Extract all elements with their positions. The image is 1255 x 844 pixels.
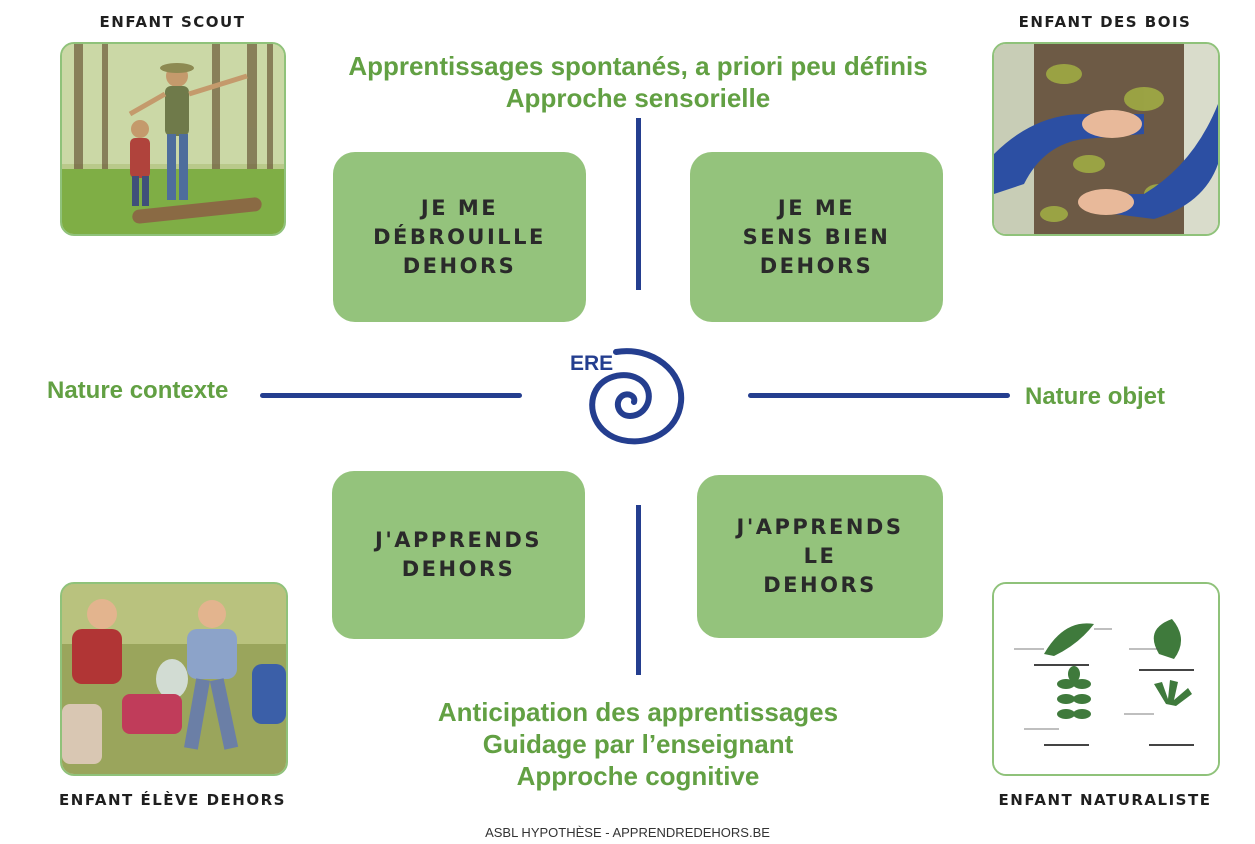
axis-label-nature-contexte: Nature contexte	[47, 377, 229, 404]
label-enfant-des-bois: ENFANT DES BOIS	[1018, 13, 1192, 31]
bottom-description-line1: Anticipation des apprentissages	[437, 697, 839, 727]
top-description-line1: Apprentissages spontanés, a priori peu d…	[348, 51, 928, 81]
photo-children-testing-water	[60, 582, 288, 776]
center-label-ere: ERE	[570, 352, 614, 375]
axis-label-nature-objet: Nature objet	[1025, 383, 1166, 410]
box-j-apprends-le-dehors: J'APPRENDS LE DEHORS	[697, 475, 943, 638]
box-text-j-apprends-le-dehors: J'APPRENDS LE DEHORS	[736, 515, 904, 597]
box-text-je-me-sens-bien-dehors: JE ME SENS BIEN DEHORS	[742, 195, 891, 278]
vertical-axis-bottom	[636, 505, 641, 675]
photo-children-balancing	[60, 42, 286, 236]
top-description-line2: Approche sensorielle	[505, 83, 771, 113]
vertical-axis-top	[636, 118, 641, 290]
bottom-description-line2: Guidage par l’enseignant	[482, 729, 794, 759]
photo-leaf-worksheet	[992, 582, 1220, 776]
footer-credit: ASBL HYPOTHÈSE - APPRENDREDEHORS.BE	[485, 825, 770, 840]
box-j-apprends-dehors: J'APPRENDS DEHORS	[332, 471, 585, 639]
horizontal-axis-left	[260, 393, 522, 398]
box-text-j-apprends-dehors: J'APPRENDS DEHORS	[375, 528, 542, 581]
photo-child-hugging-tree	[992, 42, 1220, 236]
bottom-description-line3: Approche cognitive	[516, 761, 760, 791]
box-je-me-sens-bien-dehors: JE ME SENS BIEN DEHORS	[690, 152, 943, 322]
label-enfant-naturaliste: ENFANT NATURALISTE	[998, 791, 1212, 809]
box-je-me-debrouille-dehors: JE ME DÉBROUILLE DEHORS	[333, 152, 586, 322]
label-enfant-scout: ENFANT SCOUT	[99, 13, 246, 31]
label-enfant-eleve-dehors: ENFANT ÉLÈVE DEHORS	[59, 791, 286, 809]
horizontal-axis-right	[748, 393, 1010, 398]
spiral-icon	[589, 348, 685, 445]
box-text-je-me-debrouille-dehors: JE ME DÉBROUILLE DEHORS	[373, 195, 546, 278]
